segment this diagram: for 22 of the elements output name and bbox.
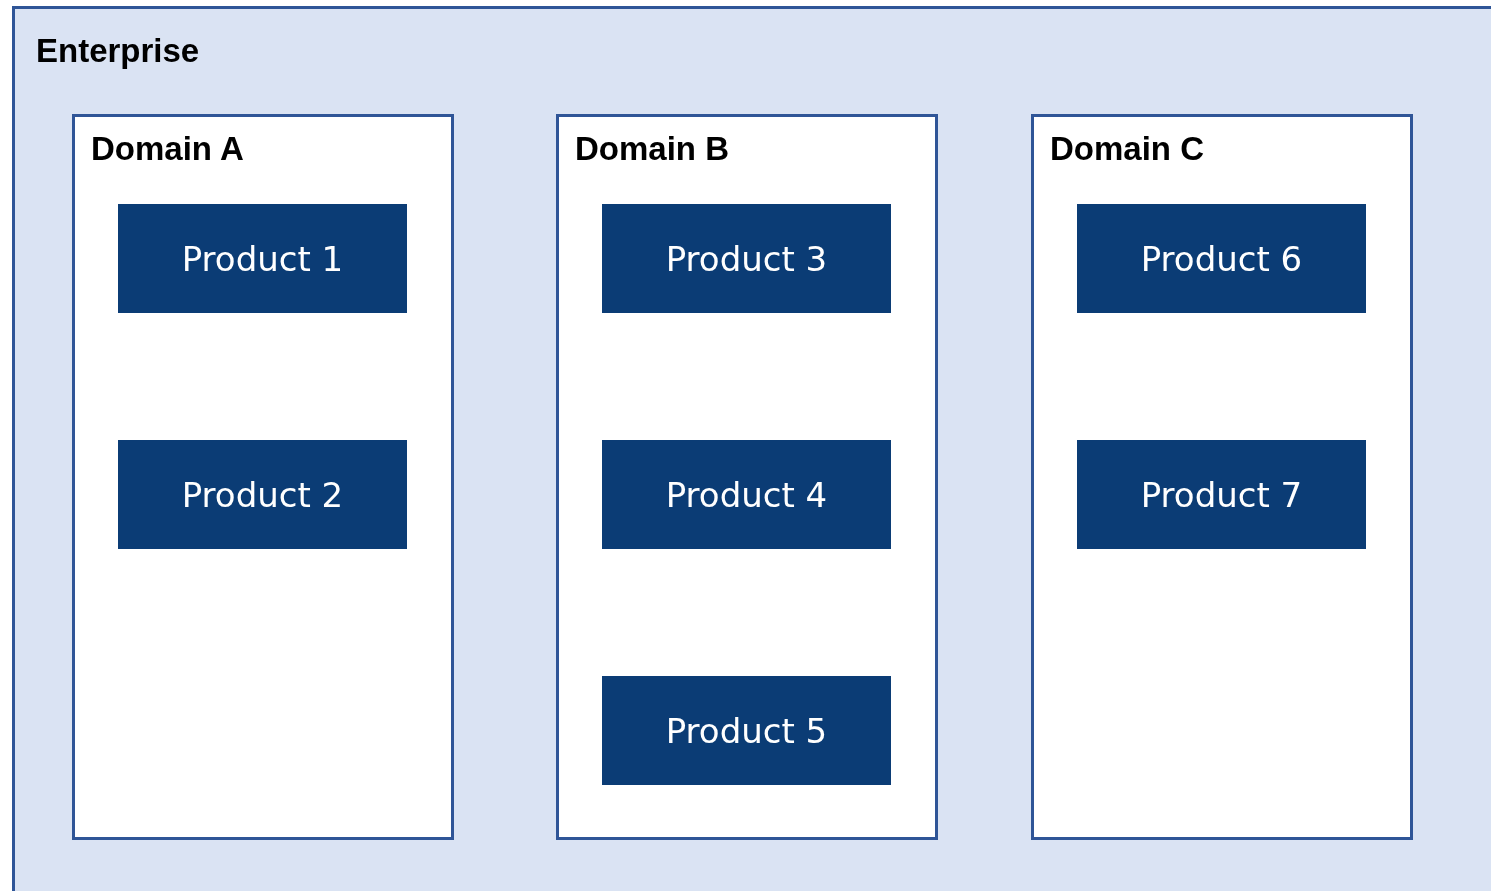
product-label: Product 6 [1140, 238, 1303, 279]
domain-container [72, 114, 454, 840]
enterprise-heading: Enterprise [36, 33, 200, 70]
product-box [602, 440, 891, 549]
domain-container [1031, 114, 1413, 840]
product-box [118, 440, 407, 549]
domain-heading: Domain C [1050, 131, 1204, 168]
domain-container [556, 114, 938, 840]
product-label: Product 3 [665, 238, 828, 279]
enterprise-container [12, 6, 1491, 891]
domain-heading: Domain A [91, 131, 244, 168]
product-box [602, 204, 891, 313]
product-label: Product 7 [1140, 474, 1303, 515]
product-label: Product 2 [181, 474, 344, 515]
product-box [118, 204, 407, 313]
product-label: Product 5 [665, 710, 828, 751]
domain-heading: Domain B [575, 131, 729, 168]
product-box [602, 676, 891, 785]
product-label: Product 4 [665, 474, 828, 515]
product-label: Product 1 [181, 238, 344, 279]
product-box [1077, 440, 1366, 549]
product-box [1077, 204, 1366, 313]
